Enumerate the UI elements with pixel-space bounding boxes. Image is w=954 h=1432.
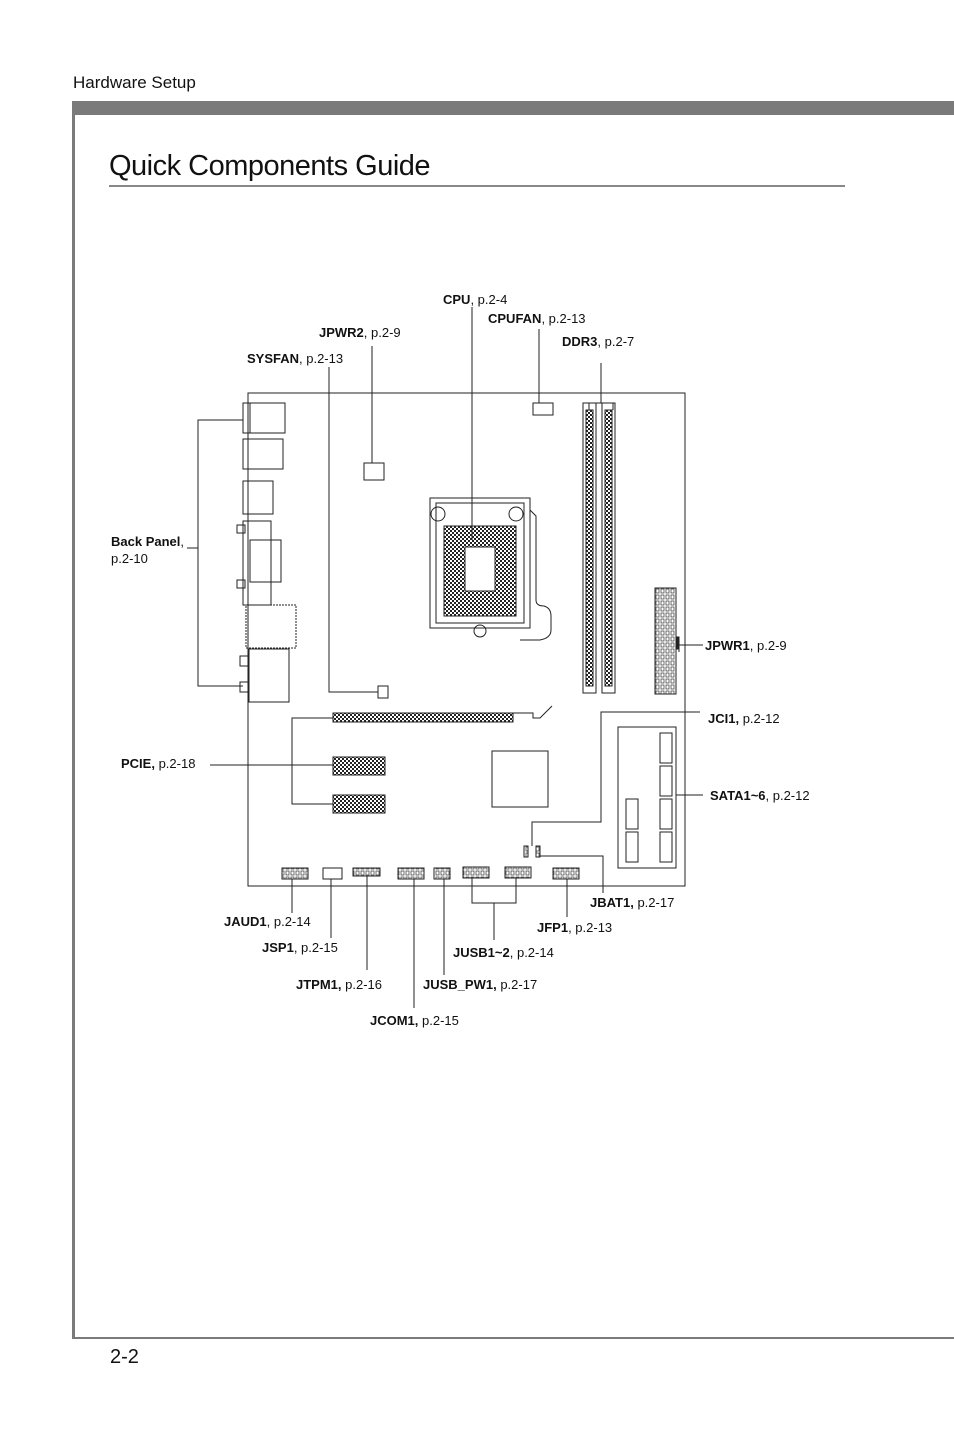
board-outline: [247, 392, 686, 887]
label-jpwr1: JPWR1, p.2-9: [705, 638, 787, 653]
sata-connectors: [617, 726, 677, 869]
label-back-panel: Back Panel,: [111, 534, 184, 549]
label-back-panel-page: p.2-10: [111, 551, 148, 566]
label-jaud1: JAUD1, p.2-14: [224, 914, 311, 929]
label-jfp1: JFP1, p.2-13: [537, 920, 612, 935]
jbat1-jumper-b: [535, 845, 541, 858]
label-ddr3: DDR3, p.2-7: [562, 334, 634, 349]
label-jusb-pw1: JUSB_PW1, p.2-17: [423, 977, 537, 992]
jfp1-header: [552, 867, 580, 880]
pcie-x1-slot-2: [332, 794, 386, 814]
footer-rule: [72, 1337, 954, 1339]
left-margin-rule: [72, 101, 75, 1339]
chipset: [491, 750, 549, 808]
page-title: Quick Components Guide: [109, 150, 431, 182]
jtpm1-header: [352, 867, 381, 877]
component-labels: CPU, p.2-4 CPUFAN, p.2-13 JPWR2, p.2-9 D…: [111, 292, 810, 1028]
label-jusb: JUSB1~2, p.2-14: [453, 945, 554, 960]
label-jcom1: JCOM1, p.2-15: [370, 1013, 459, 1028]
page-number: 2-2: [110, 1346, 139, 1368]
header-bar: [73, 101, 954, 115]
jbat1-jumper: [523, 845, 529, 858]
jusb-pw1-header: [433, 867, 451, 880]
back-panel-ports: [236, 402, 297, 703]
label-jci1: JCI1, p.2-12: [708, 711, 780, 726]
jusb2-header: [504, 866, 532, 879]
jsp1-header: [322, 867, 343, 880]
label-jpwr2: JPWR2, p.2-9: [319, 325, 401, 340]
label-pcie: PCIE, p.2-18: [121, 756, 195, 771]
title-underline: [109, 185, 845, 187]
cpu-socket: [429, 497, 552, 641]
cpufan-connector: [532, 402, 554, 416]
label-sysfan: SYSFAN, p.2-13: [247, 351, 343, 366]
section-header: Hardware Setup: [73, 73, 196, 92]
label-cpu: CPU, p.2-4: [443, 292, 507, 307]
leader-lines: [187, 307, 703, 1008]
jcom1-header: [397, 867, 425, 880]
jusb1-header: [462, 866, 490, 879]
pcie-x1-slot-1: [332, 756, 386, 776]
jpwr2-connector: [363, 462, 385, 481]
label-jtpm1: JTPM1, p.2-16: [296, 977, 382, 992]
pcie-x16-slot: [332, 705, 553, 723]
jaud1-header: [281, 867, 309, 880]
jpwr1-connector: [654, 587, 680, 695]
label-jsp1: JSP1, p.2-15: [262, 940, 338, 955]
label-cpufan: CPUFAN, p.2-13: [488, 311, 586, 326]
sysfan-connector: [377, 685, 389, 699]
label-jbat1: JBAT1, p.2-17: [590, 895, 674, 910]
ddr3-slots: [582, 402, 616, 694]
label-sata: SATA1~6, p.2-12: [710, 788, 810, 803]
